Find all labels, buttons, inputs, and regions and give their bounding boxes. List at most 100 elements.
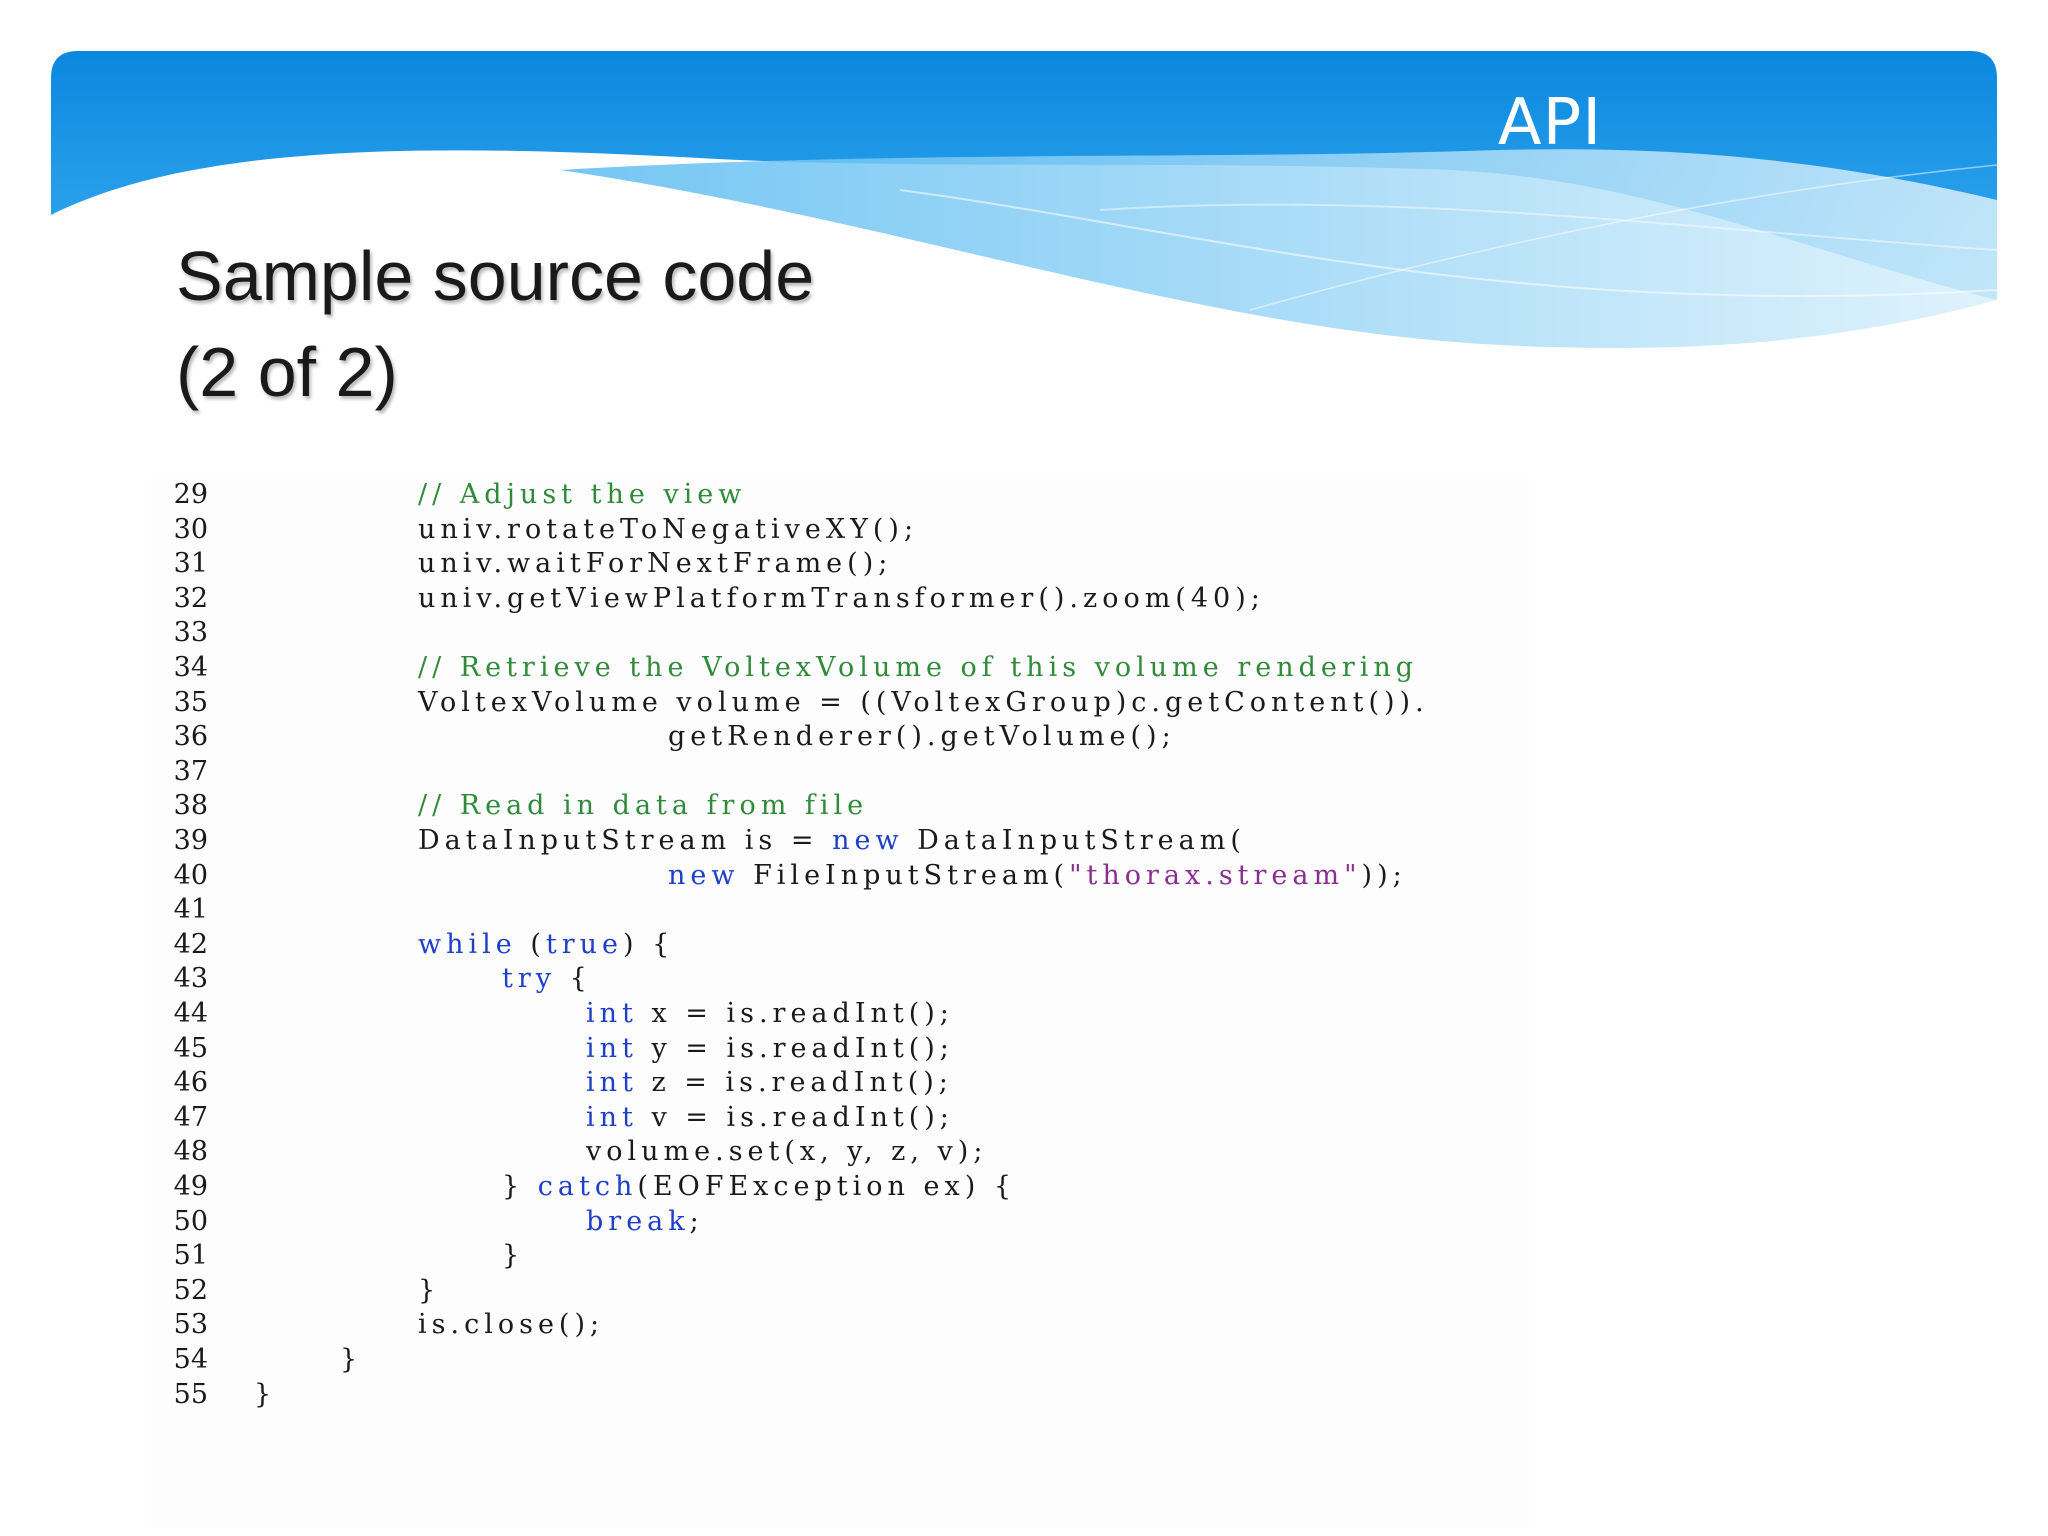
line-number: 39 — [173, 825, 208, 856]
code-text: // Retrieve the VoltexVolume of this vol… — [418, 651, 1418, 685]
line-number: 44 — [173, 998, 208, 1029]
code-text: new FileInputStream("thorax.stream")); — [668, 859, 1407, 893]
code-line: 33 — [150, 616, 208, 650]
code-token: is.close(); — [418, 1309, 605, 1341]
code-text: } — [418, 1274, 440, 1308]
code-text: getRenderer().getVolume(); — [668, 720, 1176, 754]
code-keyword: new — [832, 825, 904, 856]
code-token: DataInputStream is = — [418, 825, 833, 856]
code-keyword: int — [586, 1067, 638, 1099]
code-token: } — [502, 1171, 538, 1202]
code-token: ) { — [623, 928, 675, 960]
code-keyword: try — [502, 963, 557, 995]
code-text: univ.getViewPlatformTransformer().zoom(4… — [418, 582, 1265, 616]
code-token: y = is.readInt(); — [637, 1032, 954, 1064]
code-keyword: int — [586, 1032, 638, 1064]
code-line: 38// Read in data from file — [150, 789, 864, 823]
code-comment: // Read in data from file — [418, 790, 869, 822]
code-token: volume.set(x, y, z, v); — [586, 1136, 988, 1168]
code-token: ( — [516, 928, 546, 960]
line-number: 46 — [173, 1067, 208, 1099]
code-token: { — [556, 963, 592, 995]
code-text: // Read in data from file — [418, 789, 868, 823]
slide-title: Sample source code (2 of 2) — [176, 228, 814, 420]
code-line: 52} — [150, 1274, 436, 1308]
line-number: 50 — [173, 1205, 208, 1237]
line-number: 36 — [173, 721, 208, 753]
code-text: } — [254, 1378, 276, 1412]
code-token: VoltexVolume volume = ((VoltexGroup)c.ge… — [418, 686, 1429, 718]
code-text: } — [340, 1343, 362, 1377]
line-number: 49 — [173, 1171, 208, 1202]
code-token: } — [502, 1240, 525, 1272]
code-line: 34// Retrieve the VoltexVolume of this v… — [150, 651, 1413, 685]
code-text: while (true) { — [418, 928, 674, 962]
code-keyword: int — [586, 998, 638, 1029]
section-label: API — [1497, 86, 1603, 160]
code-text: is.close(); — [418, 1308, 604, 1342]
code-token: z = is.readInt(); — [637, 1067, 953, 1099]
code-token: FileInputStream( — [739, 859, 1070, 891]
line-number: 32 — [173, 582, 208, 614]
code-line: 55} — [150, 1378, 272, 1412]
line-number: 51 — [173, 1240, 208, 1272]
code-line: 51} — [150, 1239, 520, 1273]
code-keyword: break — [586, 1205, 690, 1237]
code-token: )); — [1361, 859, 1407, 891]
code-keyword: new — [668, 859, 740, 891]
code-text: int x = is.readInt(); — [586, 997, 954, 1031]
code-text: VoltexVolume volume = ((VoltexGroup)c.ge… — [418, 686, 1429, 720]
code-token: } — [340, 1344, 363, 1375]
code-line: 29// Adjust the view — [150, 478, 742, 512]
line-number: 34 — [173, 652, 208, 683]
line-number: 40 — [173, 859, 208, 891]
code-text: } catch(EOFException ex) { — [502, 1170, 1016, 1204]
code-text: volume.set(x, y, z, v); — [586, 1135, 987, 1169]
code-token: (EOFException ex) { — [637, 1171, 1017, 1202]
line-number: 54 — [173, 1344, 208, 1375]
slide-title-line-1: Sample source code — [176, 237, 815, 315]
code-line: 54} — [150, 1343, 358, 1377]
line-number: 41 — [173, 894, 208, 926]
line-number: 45 — [173, 1032, 208, 1064]
line-number: 47 — [173, 1101, 208, 1133]
code-line: 41 — [150, 893, 208, 927]
code-keyword: while — [418, 928, 517, 960]
code-token: getRenderer().getVolume(); — [668, 721, 1176, 753]
code-text: int z = is.readInt(); — [586, 1066, 953, 1100]
line-number: 42 — [173, 928, 208, 960]
line-number: 48 — [173, 1136, 208, 1168]
code-token: x = is.readInt(); — [637, 998, 954, 1029]
code-text: try { — [502, 962, 592, 996]
code-line: 37 — [150, 755, 208, 789]
line-number: 31 — [173, 548, 208, 580]
code-text: int v = is.readInt(); — [586, 1101, 954, 1135]
line-number: 30 — [173, 513, 208, 545]
code-token: } — [418, 1274, 441, 1306]
code-comment: // Adjust the view — [418, 479, 747, 510]
code-token: univ.getViewPlatformTransformer().zoom(4… — [418, 582, 1265, 614]
line-number: 55 — [173, 1378, 208, 1410]
code-text: DataInputStream is = new DataInputStream… — [418, 824, 1246, 858]
code-token: ; — [689, 1205, 704, 1237]
line-number: 53 — [173, 1309, 208, 1341]
code-token: univ.waitForNextFrame(); — [418, 548, 893, 580]
code-token: univ.rotateToNegativeXY(); — [418, 513, 919, 545]
line-number: 37 — [173, 755, 208, 787]
line-number: 38 — [173, 790, 208, 822]
code-comment: // Retrieve the VoltexVolume of this vol… — [418, 652, 1419, 683]
